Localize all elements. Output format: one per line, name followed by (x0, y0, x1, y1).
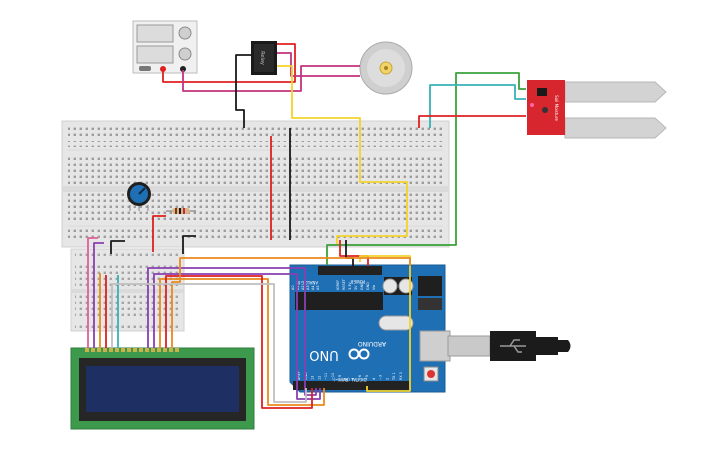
pin-label: Vin (372, 285, 376, 290)
pin-label: 7 (351, 378, 355, 380)
usb-port[interactable] (419, 330, 451, 362)
pin-label: 12 (317, 376, 321, 380)
pin-label: A0 (291, 286, 295, 290)
wire-ps-magenta[interactable] (182, 65, 360, 92)
lcd-pin[interactable] (169, 348, 173, 352)
wire-lcd-red2[interactable] (165, 275, 313, 409)
usb-icon (500, 339, 526, 353)
wire-lcd-orange3[interactable] (171, 257, 411, 348)
wire-sensor-green[interactable] (326, 72, 526, 265)
lcd-pin[interactable] (103, 348, 107, 352)
lcd-pin[interactable] (151, 348, 155, 352)
pin-label: 2 (385, 378, 389, 380)
lcd-pin[interactable] (139, 348, 143, 352)
pin-label: IOREF (336, 280, 340, 290)
lcd-pin[interactable] (133, 348, 137, 352)
wires[interactable] (87, 43, 526, 409)
lcd-pins (85, 348, 179, 352)
pin-label: RX 0 (399, 372, 403, 380)
wire-relay-yellow[interactable] (277, 65, 408, 244)
power-supply[interactable] (132, 20, 198, 74)
lcd-pin[interactable] (91, 348, 95, 352)
pin-label: RESET (342, 278, 346, 290)
analog-header-label: ANALOG IN (296, 280, 318, 285)
wire-relay-magenta[interactable] (277, 52, 360, 77)
wire-relay-gnd[interactable] (235, 54, 251, 128)
pin-label: A2 (301, 286, 305, 290)
pin-label: AREF (297, 371, 301, 380)
pin-label: ~5 (365, 375, 369, 380)
wire-pot-black[interactable] (110, 240, 125, 254)
relay[interactable]: Relay (251, 41, 277, 75)
soil-moisture-sensor[interactable]: Soil Moisture (527, 80, 667, 139)
lcd-pin[interactable] (163, 348, 167, 352)
lcd-pin[interactable] (97, 348, 101, 352)
wire-ps-red[interactable] (162, 43, 296, 83)
lcd-pin[interactable] (85, 348, 89, 352)
pin-label: GND (366, 282, 370, 290)
pin-label: A4 (311, 286, 315, 290)
usb-cable[interactable] (447, 331, 571, 361)
lcd-pin[interactable] (115, 348, 119, 352)
lcd-pin[interactable] (157, 348, 161, 352)
wire-sensor-teal[interactable] (429, 84, 526, 128)
wire-sensor-red[interactable] (418, 115, 526, 128)
lcd-pin[interactable] (127, 348, 131, 352)
digital-header-label: DIGITAL (PWM~) (333, 377, 367, 382)
wire-lcd-white[interactable] (111, 283, 307, 403)
moisture-label: Soil Moisture (554, 95, 559, 121)
pin-label: A3 (306, 286, 310, 290)
wire-pot-red[interactable] (152, 215, 166, 252)
wire-5v[interactable] (339, 240, 369, 266)
pin-label: 3.3V (348, 282, 352, 290)
arduino-uno[interactable]: UNO ARDUINO POWER ANALOG IN DIGITAL (PWM… (289, 264, 451, 393)
pin-label: 13 (311, 376, 315, 380)
wire-res-black[interactable] (182, 235, 196, 254)
pin-label: ~3 (379, 375, 383, 380)
power-header-label: POWER (350, 279, 365, 284)
pin-label: ~11 (324, 373, 328, 380)
pin-label: A5 (316, 286, 320, 290)
board-brand: ARDUINO (358, 340, 387, 347)
wire-lcd-purple2[interactable] (147, 267, 317, 396)
pin-label: ~9 (338, 375, 342, 380)
voltage-knob[interactable] (178, 26, 192, 40)
lcd-pin[interactable] (109, 348, 113, 352)
pin-label: 4 (372, 378, 376, 380)
lcd-pin[interactable] (121, 348, 125, 352)
pin-label: 5V (354, 285, 358, 290)
dc-motor[interactable] (359, 41, 413, 95)
lcd-screen (86, 366, 239, 412)
pin-label: ~6 (358, 375, 362, 380)
lcd-pin[interactable] (175, 348, 179, 352)
wire-lcd-orange2[interactable] (159, 278, 325, 406)
relay-label: Relay (259, 51, 265, 65)
pin-label: ~10 (331, 373, 335, 380)
wire-lcd-purple3[interactable] (153, 273, 321, 400)
main-breadboard[interactable] (61, 120, 450, 248)
pin-label: 8 (345, 378, 349, 380)
board-model: UNO (309, 347, 338, 362)
atmega-chip (295, 292, 383, 310)
pin-label: A1 (296, 286, 300, 290)
wire-lcd-pink[interactable] (87, 237, 98, 348)
pin-label: TX 1 (392, 372, 396, 381)
potentiometer[interactable] (127, 182, 151, 211)
wire-yellow-loop[interactable] (359, 255, 411, 392)
lcd-display[interactable] (70, 347, 255, 430)
pin-label: GND (360, 282, 364, 290)
current-knob[interactable] (178, 47, 192, 61)
wire-lcd-purple[interactable] (93, 242, 104, 348)
lcd-pin[interactable] (145, 348, 149, 352)
resistor[interactable] (166, 208, 196, 214)
